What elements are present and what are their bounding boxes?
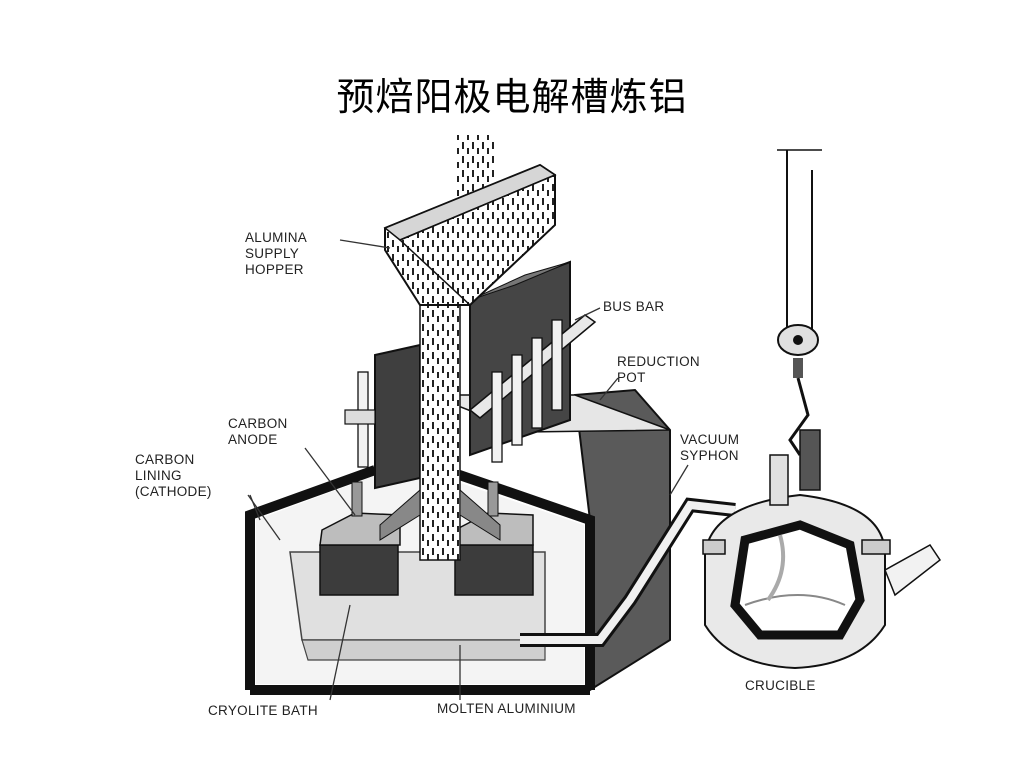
svg-text:LINING: LINING <box>135 468 182 483</box>
svg-text:CARBON: CARBON <box>228 416 288 431</box>
label-reduction-pot: REDUCTION POT <box>617 354 700 385</box>
molten-aluminium-layer <box>301 639 546 661</box>
bus-bar <box>344 314 597 468</box>
svg-text:SUPPLY: SUPPLY <box>245 246 299 261</box>
svg-text:MOLTEN ALUMINIUM: MOLTEN ALUMINIUM <box>437 701 576 716</box>
leader-lines <box>247 239 689 701</box>
label-carbon-lining: CARBON LINING (CATHODE) <box>135 452 212 499</box>
label-crucible: CRUCIBLE <box>745 678 816 693</box>
label-vacuum-syphon: VACUUM SYPHON <box>680 432 739 463</box>
svg-text:(CATHODE): (CATHODE) <box>135 484 212 499</box>
label-alumina-supply-hopper: ALUMINA SUPPLY HOPPER <box>245 230 307 277</box>
page-title: 预焙阳极电解槽炼铝 <box>336 75 688 119</box>
svg-text:SYPHON: SYPHON <box>680 448 739 463</box>
svg-text:BUS BAR: BUS BAR <box>603 299 664 314</box>
svg-text:VACUUM: VACUUM <box>680 432 739 447</box>
svg-text:CARBON: CARBON <box>135 452 195 467</box>
svg-text:ALUMINA: ALUMINA <box>245 230 307 245</box>
vacuum-syphon <box>520 497 736 647</box>
svg-text:CRUCIBLE: CRUCIBLE <box>745 678 816 693</box>
label-bus-bar: BUS BAR <box>603 299 664 314</box>
alumina-supply-hopper <box>383 163 557 307</box>
svg-text:REDUCTION: REDUCTION <box>617 354 700 369</box>
svg-text:ANODE: ANODE <box>228 432 278 447</box>
crane-hook <box>769 149 822 506</box>
label-carbon-anode: CARBON ANODE <box>228 416 288 447</box>
label-molten-aluminium: MOLTEN ALUMINIUM <box>437 701 576 716</box>
svg-text:HOPPER: HOPPER <box>245 262 304 277</box>
crucible <box>702 493 942 670</box>
label-cryolite-bath: CRYOLITE BATH <box>208 703 318 718</box>
svg-text:POT: POT <box>617 370 646 385</box>
svg-text:CRYOLITE BATH: CRYOLITE BATH <box>208 703 318 718</box>
